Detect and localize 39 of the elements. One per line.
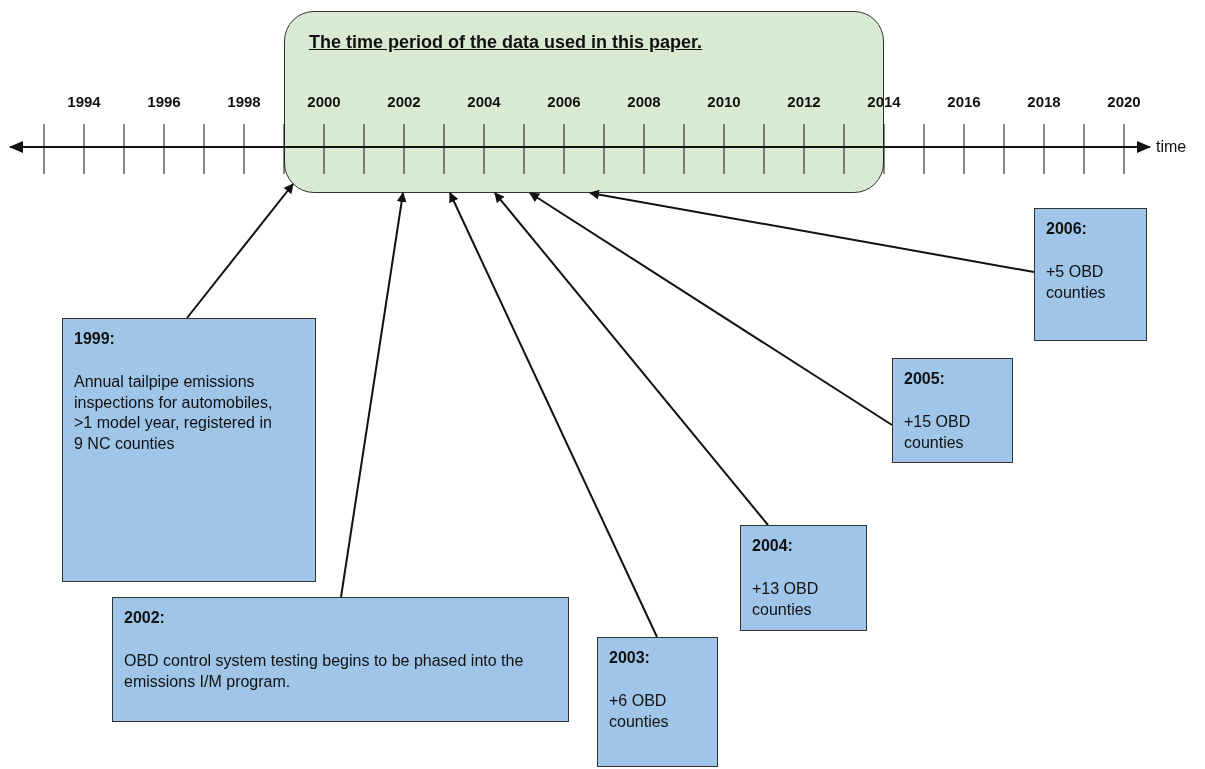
- period-title: The time period of the data used in this paper.: [309, 31, 703, 54]
- arrow: [589, 189, 1035, 273]
- event-text: OBD control system testing begins to be phased into the emissions I/M program.: [124, 650, 525, 692]
- event-text: Annual tailpipe emissions inspections for automobiles, >1 model year, registered in 9 NC counties: [74, 371, 274, 455]
- arrow: [529, 192, 893, 426]
- event-box: [740, 525, 867, 631]
- event-text: +5 OBD counties: [1046, 261, 1107, 303]
- year-label: 1998: [226, 93, 262, 112]
- year-heading: 2004:: [752, 536, 794, 556]
- year-heading: 2002:: [124, 608, 166, 628]
- year-label: 2008: [626, 93, 662, 112]
- year-label: 1994: [66, 93, 102, 112]
- event-box: [892, 358, 1013, 463]
- year-label: 2006: [546, 93, 582, 112]
- event-text: +6 OBD counties: [609, 690, 670, 732]
- arrow: [494, 192, 769, 526]
- arrow: [340, 192, 407, 598]
- year-label: 2000: [306, 93, 342, 112]
- year-heading: 2003:: [609, 648, 651, 668]
- arrow: [449, 192, 658, 638]
- event-text: +13 OBD counties: [752, 578, 820, 620]
- year-label: 2020: [1106, 93, 1142, 112]
- axis-label: time: [1156, 137, 1187, 157]
- arrow: [186, 183, 294, 319]
- year-heading: 1999:: [74, 329, 116, 349]
- year-label: 2016: [946, 93, 982, 112]
- year-label: 2002: [386, 93, 422, 112]
- event-box: [1034, 208, 1147, 341]
- event-box: [112, 597, 569, 722]
- event-box: [597, 637, 718, 767]
- year-label: 2018: [1026, 93, 1062, 112]
- year-heading: 2006:: [1046, 219, 1088, 239]
- event-box: [62, 318, 316, 582]
- year-label: 1996: [146, 93, 182, 112]
- year-label: 2004: [466, 93, 502, 112]
- event-text: +15 OBD counties: [904, 411, 972, 453]
- year-label: 2010: [706, 93, 742, 112]
- year-heading: 2005:: [904, 369, 946, 389]
- year-label: 2012: [786, 93, 822, 112]
